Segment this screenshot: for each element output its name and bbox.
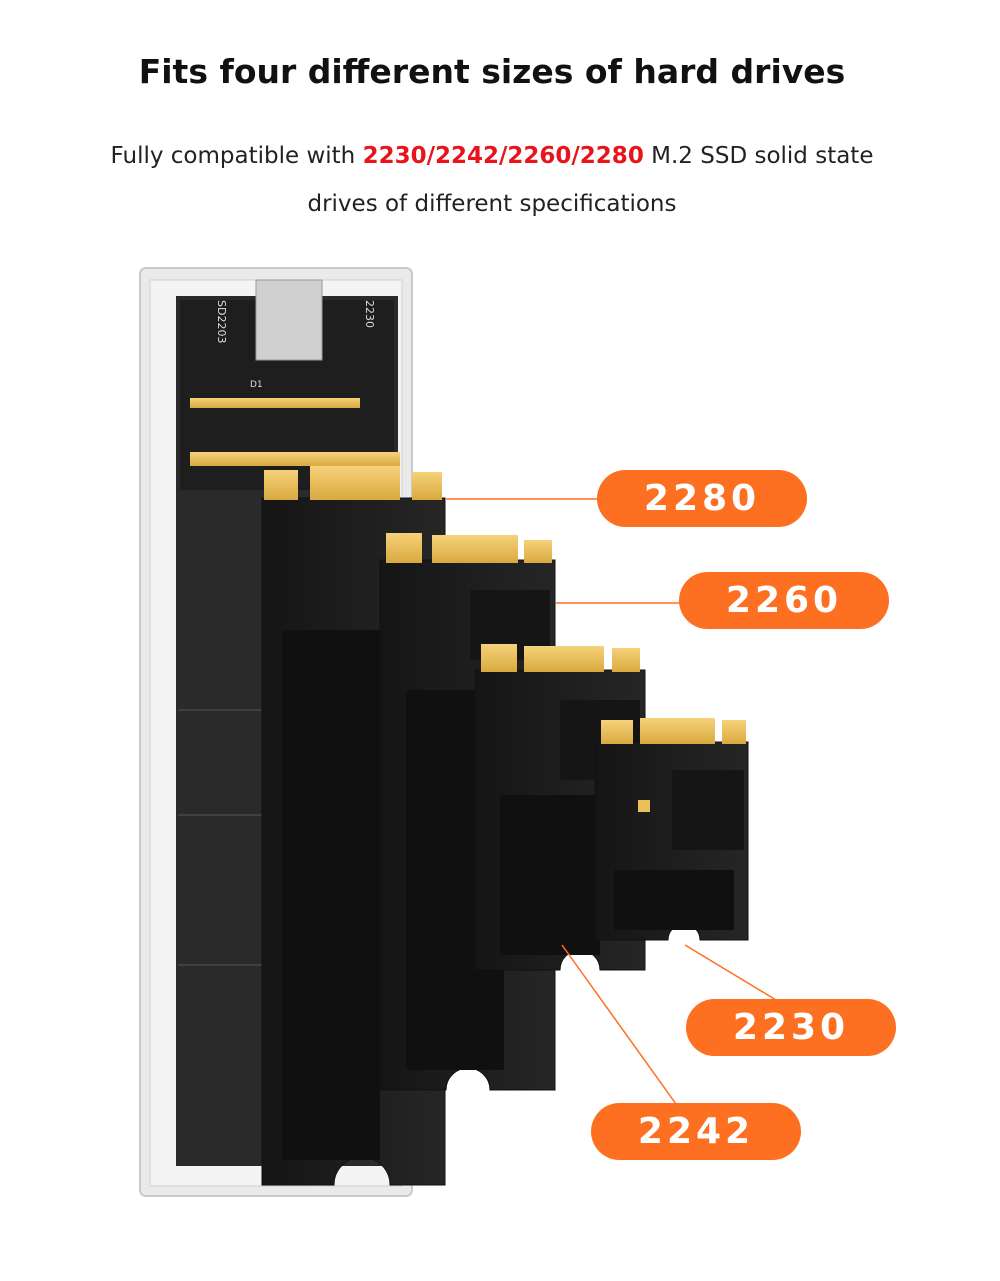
subtitle-text-end: M.2 SSD solid state — [643, 143, 874, 169]
pcb-size-text: 2230 — [363, 300, 376, 328]
pcb-model-text: SD2203 — [215, 300, 228, 343]
usb-c-port — [255, 279, 323, 361]
m2-slot-pins — [190, 398, 360, 408]
subtitle-sizes: 2230/2242/2260/2280 — [362, 143, 644, 169]
subtitle-line2: drives of different specifications — [307, 191, 677, 217]
label-2280: 2280 — [597, 470, 807, 527]
label-2260: 2260 — [679, 572, 889, 629]
page-title: Fits four different sizes of hard drives — [138, 52, 846, 91]
label-2230: 2230 — [686, 999, 896, 1056]
subtitle: Fully compatible with 2230/2242/2260/228… — [0, 132, 984, 228]
label-2242: 2242 — [591, 1103, 801, 1160]
ssd-2230 — [594, 718, 749, 941]
leader-2242 — [561, 944, 677, 1105]
subtitle-text: Fully compatible with — [110, 143, 363, 169]
leader-2230 — [684, 944, 777, 1001]
nand-chip — [282, 630, 380, 1160]
pcb-led-text: D1 — [250, 380, 263, 390]
